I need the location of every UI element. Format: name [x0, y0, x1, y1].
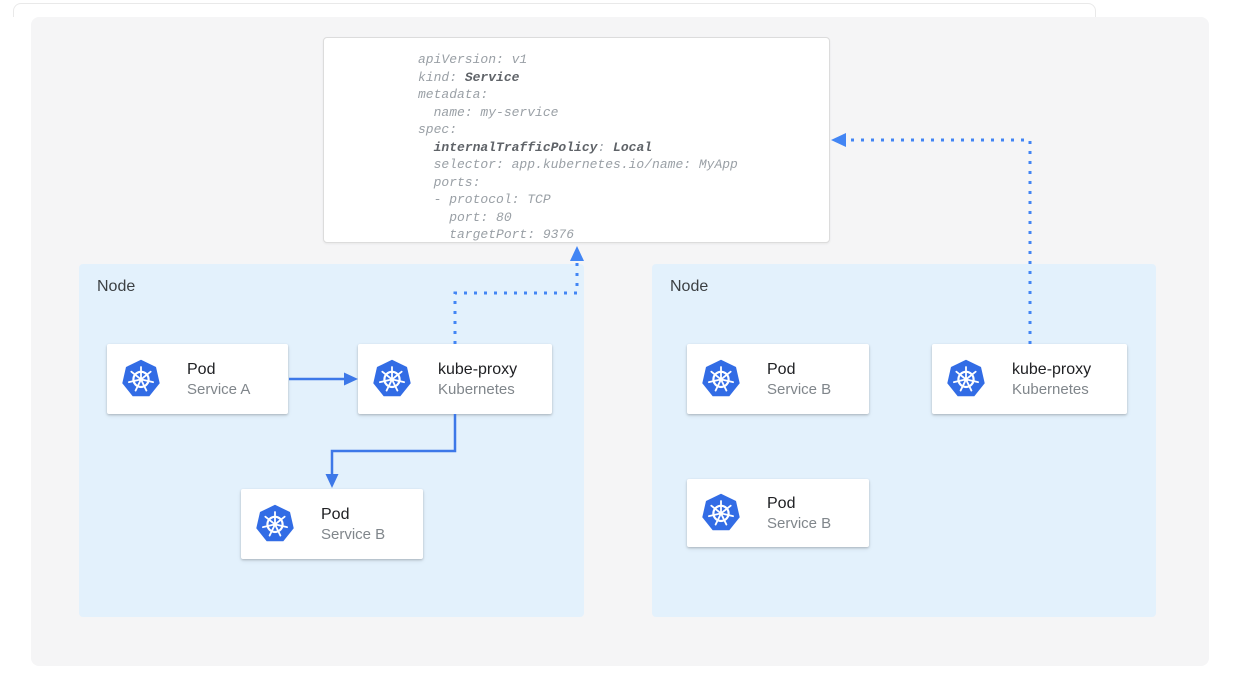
card-title: Pod — [767, 361, 796, 378]
yaml-line: ports: — [418, 174, 481, 190]
card-subtitle: Service B — [321, 526, 386, 543]
yaml-line: kind: Service — [418, 69, 520, 85]
yaml-line: port: 80 — [418, 209, 512, 225]
kubernetes-icon — [372, 359, 412, 399]
kubernetes-icon — [121, 359, 161, 399]
node-label: Node — [97, 278, 136, 295]
left-pod-service-b-card: Pod Service B — [241, 489, 423, 559]
card-subtitle: Kubernetes — [438, 381, 515, 398]
service-yaml-card: apiVersion: v1 kind: Service metadata: n… — [323, 37, 830, 243]
yaml-line: spec: — [418, 122, 458, 137]
yaml-line: apiVersion: v1 — [418, 52, 528, 67]
pod-service-a-card: Pod Service A — [107, 344, 288, 414]
card-title: kube-proxy — [438, 361, 518, 378]
node-label: Node — [670, 278, 709, 295]
node-left: Node — [79, 264, 584, 617]
kubernetes-icon — [255, 504, 295, 544]
card-subtitle: Service B — [767, 381, 832, 398]
right-kube-proxy-card: kube-proxy Kubernetes — [932, 344, 1127, 414]
kubernetes-icon — [946, 359, 986, 399]
card-subtitle: Service A — [187, 381, 251, 398]
kubernetes-icon — [701, 359, 741, 399]
right-pod-service-b-card-1: Pod Service B — [687, 344, 869, 414]
card-title: Pod — [767, 495, 796, 512]
yaml-line: name: my-service — [418, 104, 559, 120]
yaml-line: metadata: — [418, 87, 489, 102]
yaml-line: selector: app.kubernetes.io/name: MyApp — [418, 157, 738, 172]
yaml-line: - protocol: TCP — [418, 192, 551, 207]
card-title: Pod — [321, 506, 350, 523]
page-top-border — [13, 3, 1096, 17]
card-title: kube-proxy — [1012, 361, 1092, 378]
kubernetes-icon — [701, 493, 741, 533]
node-right: Node — [652, 264, 1156, 617]
card-subtitle: Service B — [767, 515, 832, 532]
yaml-line: internalTrafficPolicy: Local — [433, 139, 653, 155]
card-subtitle: Kubernetes — [1012, 381, 1089, 398]
left-kube-proxy-card: kube-proxy Kubernetes — [358, 344, 552, 414]
right-pod-service-b-card-2: Pod Service B — [687, 479, 869, 547]
yaml-line: targetPort: 9376 — [418, 227, 575, 242]
card-title: Pod — [187, 361, 216, 378]
